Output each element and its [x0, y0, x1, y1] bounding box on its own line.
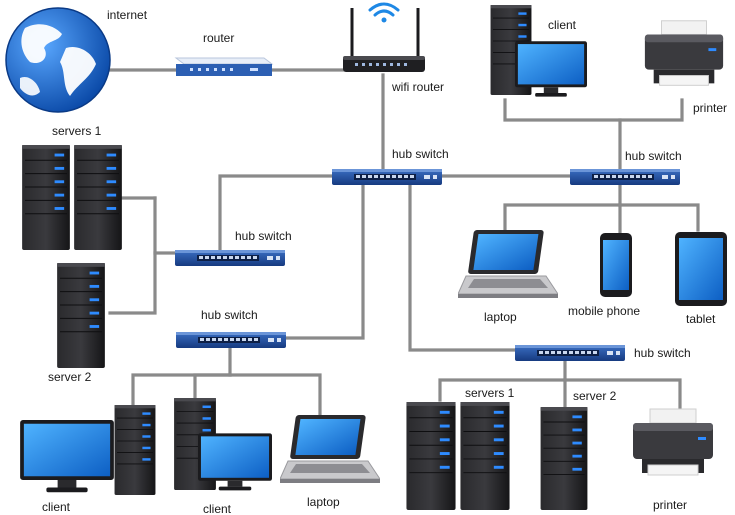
internet-globe-icon — [5, 7, 111, 113]
hub-switch-lower-left-icon — [176, 332, 286, 348]
wifi-signal-icon — [368, 2, 400, 23]
network-cables — [108, 68, 700, 417]
printer-bottom-icon — [632, 408, 714, 476]
laptop-right-label: laptop — [484, 310, 517, 324]
wifi-router-icon — [343, 8, 425, 72]
router-label: router — [203, 31, 235, 45]
client-bottom-2-label: client — [203, 502, 232, 515]
client-top-label: client — [548, 18, 577, 32]
router-icon — [174, 57, 274, 76]
server-2-bottom-icon — [540, 407, 588, 510]
hub-switch-right-label: hub switch — [625, 149, 682, 163]
hub-switch-lower-right-label: hub switch — [634, 346, 691, 360]
mobile-phone-icon — [600, 233, 632, 297]
hub-switch-lower-left-label: hub switch — [201, 308, 258, 322]
laptop-right-icon — [458, 230, 558, 299]
client-bottom-2-icon — [173, 398, 272, 491]
hub-switch-right-icon — [570, 169, 680, 185]
server-2-left-label: server 2 — [48, 370, 92, 384]
wifi-router-label: wifi router — [392, 80, 445, 94]
hub-switch-lower-right-icon — [515, 345, 625, 361]
tablet-label: tablet — [686, 312, 716, 326]
server-2-bottom-label: server 2 — [573, 389, 617, 403]
servers-top-left-label: servers 1 — [52, 124, 102, 138]
hub-switch-left-label: hub switch — [235, 229, 292, 243]
servers-top-left-icon — [21, 145, 123, 250]
laptop-bottom-label: laptop — [307, 495, 340, 509]
servers-bottom-label: servers 1 — [465, 386, 515, 400]
internet-label: internet — [107, 8, 148, 22]
laptop-bottom-icon — [280, 415, 380, 484]
client-bottom-1-icon — [20, 405, 156, 495]
printer-bottom-label: printer — [653, 498, 688, 512]
hub-switch-left-icon — [175, 250, 285, 266]
client-bottom-1-label: client — [42, 500, 71, 514]
hub-switch-center-icon — [332, 169, 442, 185]
printer-top-icon — [644, 20, 724, 86]
tablet-icon — [675, 232, 727, 306]
mobile-phone-label: mobile phone — [568, 304, 641, 318]
hub-switch-center-label: hub switch — [392, 147, 449, 161]
servers-bottom-icon — [405, 402, 511, 510]
printer-top-label: printer — [693, 101, 728, 115]
server-2-left-icon — [56, 263, 106, 368]
